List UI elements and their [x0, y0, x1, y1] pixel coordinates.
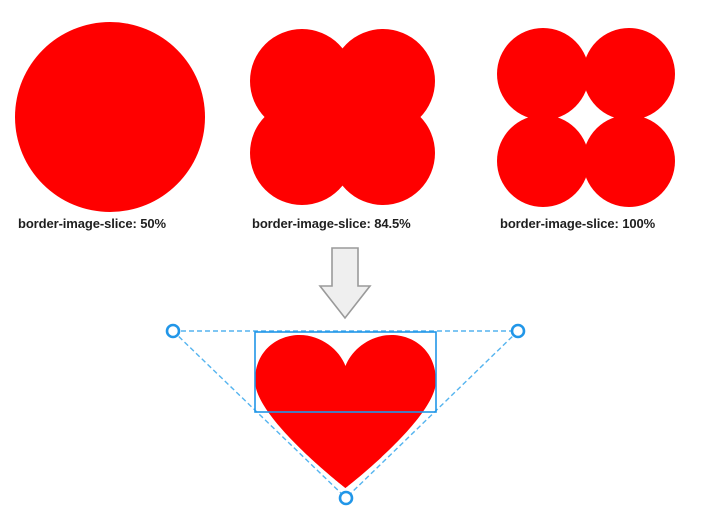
label-slice-100: border-image-slice: 100%	[500, 216, 656, 231]
circle-bottom-left	[497, 115, 589, 207]
circle-bottom-right	[583, 115, 675, 207]
quatrefoil-circle-bottom-right	[331, 101, 435, 205]
selection-guides	[172, 330, 519, 499]
handle-top-right[interactable]	[510, 323, 526, 339]
shape-quatrefoil	[250, 29, 435, 205]
heart-result-group	[165, 323, 526, 506]
label-slice-845: border-image-slice: 84.5%	[252, 216, 411, 231]
selection-rectangle[interactable]	[254, 331, 437, 413]
label-slice-50: border-image-slice: 50%	[18, 216, 166, 231]
shape-single-circle	[15, 22, 205, 212]
quatrefoil-circle-bottom-left	[250, 101, 354, 205]
circle-top-right	[583, 28, 675, 120]
quatrefoil-circle-top-left	[250, 29, 354, 133]
shape-four-circles	[497, 28, 675, 207]
handle-top-left[interactable]	[165, 323, 181, 339]
four-circles-group	[497, 28, 675, 207]
circle-shape	[15, 22, 205, 212]
quatrefoil-group	[250, 29, 435, 205]
guide-left-diagonal	[172, 330, 347, 499]
down-arrow-icon	[318, 247, 372, 320]
handle-bottom[interactable]	[338, 490, 354, 506]
arrow-path	[318, 247, 372, 320]
circle-top-left	[497, 28, 589, 120]
quatrefoil-circle-top-right	[331, 29, 435, 133]
